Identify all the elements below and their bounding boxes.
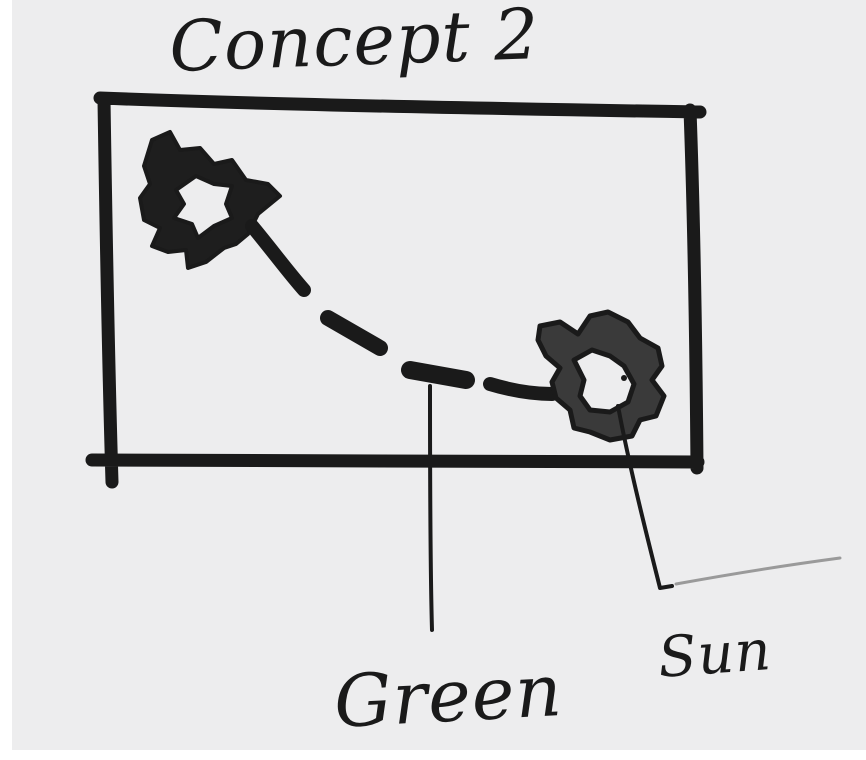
trajectory-dash-2 [328, 318, 380, 348]
green-leader-line [430, 386, 432, 630]
label-green: Green [332, 648, 565, 744]
green-star-shape [140, 132, 280, 268]
label-sun: Sun [656, 618, 774, 691]
trajectory-dash-1 [252, 226, 304, 290]
trajectory-dash-3 [410, 370, 466, 380]
sun-star-shape [538, 312, 664, 440]
trajectory-dash-4 [490, 384, 552, 394]
sun-leader-tail [676, 558, 840, 584]
sun-center-dot [621, 375, 627, 381]
